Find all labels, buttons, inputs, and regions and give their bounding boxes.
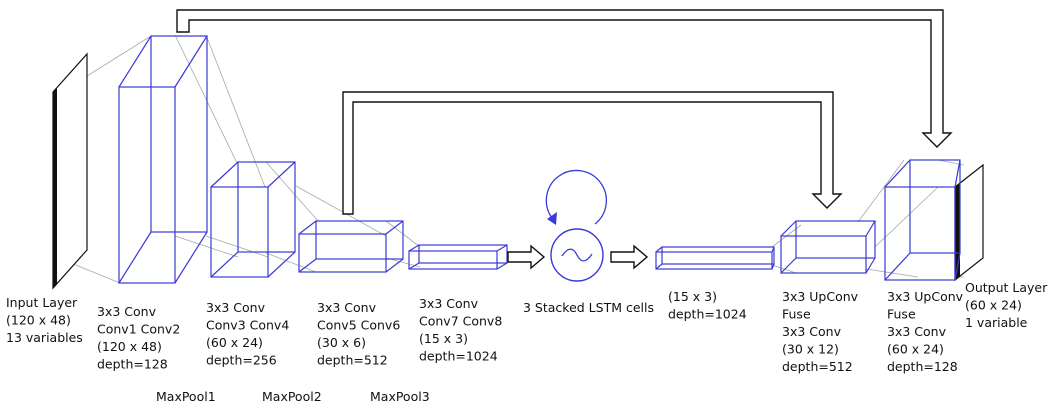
label-line: Fuse (782, 307, 811, 322)
label-line: 3x3 UpConv (887, 289, 964, 304)
encoder-block-1 (118, 35, 208, 284)
maxpool-1-label: MaxPool1 (156, 389, 216, 404)
label-line: 3x3 Conv (887, 324, 947, 339)
encoder-block-3 (298, 220, 404, 273)
lstm-cell-icon (545, 169, 608, 282)
input-layer-label: Input Layer (120 x 48) 13 variables (6, 295, 83, 345)
label-line: 1 variable (965, 315, 1028, 330)
label-line: depth=1024 (668, 307, 747, 322)
label-line: depth=128 (887, 359, 958, 374)
label-line: (15 x 3) (419, 331, 468, 346)
label-line: depth=512 (782, 359, 853, 374)
label-line: (60 x 24) (887, 342, 944, 357)
lstm-label: 3 Stacked LSTM cells (523, 300, 654, 315)
output-layer-plane (954, 163, 984, 282)
label-line: Conv7 Conv8 (419, 314, 502, 329)
label-line: 13 variables (6, 330, 83, 345)
skip-connection-inner (342, 91, 843, 215)
output-layer-label: Output Layer (60 x 24) 1 variable (965, 280, 1048, 330)
label-line: (120 x 48) (97, 339, 162, 354)
label-line: depth=1024 (419, 349, 498, 364)
encoder-block-4 (408, 244, 508, 270)
label-line: Conv5 Conv6 (317, 318, 400, 333)
label-line: 3 Stacked LSTM cells (523, 300, 654, 315)
label-line: depth=256 (206, 353, 277, 368)
label-line: depth=512 (317, 353, 388, 368)
label-line: depth=128 (97, 357, 168, 372)
label-line: (15 x 3) (668, 289, 717, 304)
label-line: Output Layer (965, 280, 1048, 295)
decoder-block-2 (884, 159, 961, 281)
label-line: (60 x 24) (965, 298, 1022, 313)
label-line: (30 x 12) (782, 342, 839, 357)
input-layer-plane (52, 52, 88, 290)
label-line: Conv1 Conv2 (97, 322, 180, 337)
label-line: Conv3 Conv4 (206, 318, 289, 333)
encoder-block-2 (210, 161, 296, 278)
lstm-output-block (655, 246, 775, 270)
label-line: 3x3 Conv (97, 304, 157, 319)
lstm-output-label: (15 x 3) depth=1024 (668, 289, 747, 322)
label-line: (120 x 48) (6, 313, 71, 328)
label-line: (60 x 24) (206, 335, 263, 350)
decoder-block-1 (780, 220, 876, 274)
label-line: 3x3 Conv (419, 296, 479, 311)
label-line: 3x3 UpConv (782, 289, 859, 304)
arrow-to-lstm (507, 244, 546, 270)
arrow-from-lstm (610, 244, 649, 270)
label-line: Fuse (887, 307, 916, 322)
label-line: (30 x 6) (317, 335, 366, 350)
maxpool-3-label: MaxPool3 (370, 389, 430, 404)
maxpool-2-label: MaxPool2 (262, 389, 322, 404)
label-line: 3x3 Conv (782, 324, 842, 339)
label-line: 3x3 Conv (317, 300, 377, 315)
label-line: Input Layer (6, 295, 78, 310)
label-line: 3x3 Conv (206, 300, 266, 315)
skip-connection-outer (176, 9, 953, 148)
